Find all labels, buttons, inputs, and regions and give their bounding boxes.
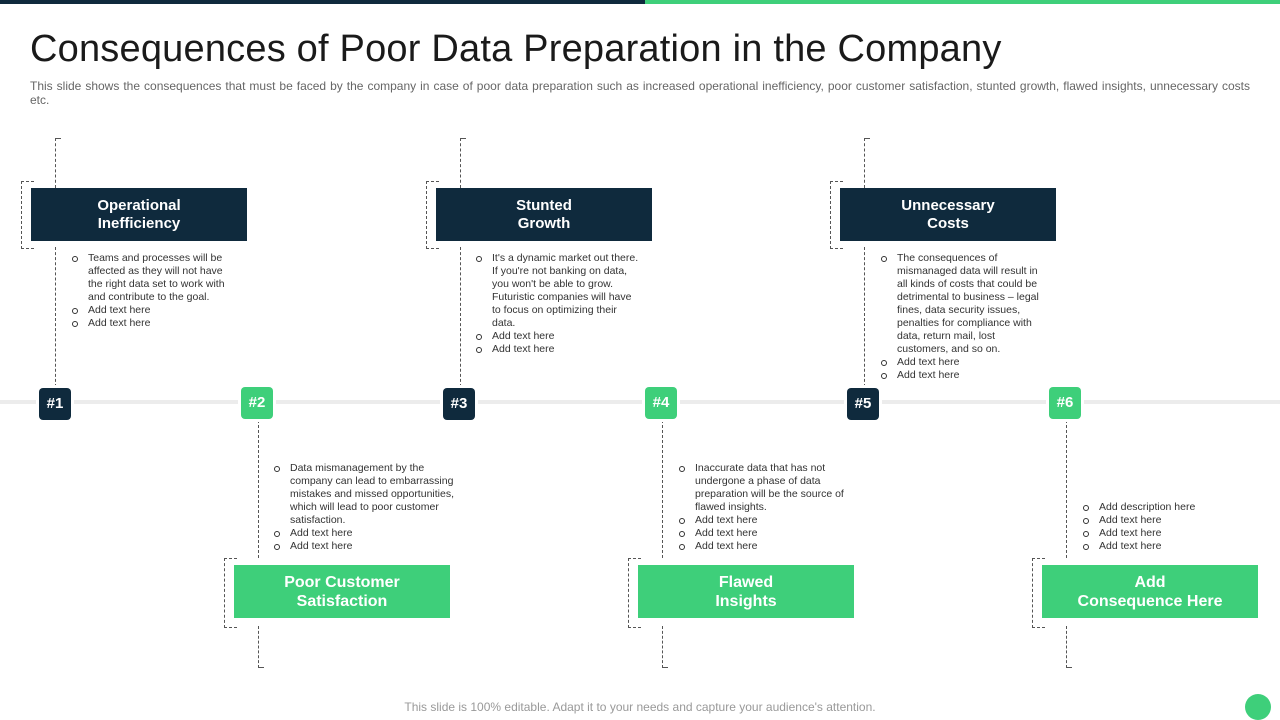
timeline-marker-5: #5 — [847, 388, 879, 420]
list-item: Teams and processes will be affected as … — [70, 252, 238, 304]
box-heading-line: Operational — [97, 196, 181, 214]
list-item: Add text here — [272, 540, 462, 553]
timeline-marker-2: #2 — [241, 387, 273, 419]
consequence-box-add-consequence: Add Consequence Here — [1042, 565, 1258, 618]
list-item: Add text here — [272, 527, 462, 540]
list-item: Add description here — [1081, 501, 1249, 514]
footer-note: This slide is 100% editable. Adapt it to… — [404, 700, 876, 714]
connector-tick — [460, 138, 466, 139]
consequence-box-operational-inefficiency: Operational Inefficiency — [31, 188, 247, 241]
connector-bracket — [426, 181, 439, 249]
connector-bracket — [21, 181, 34, 249]
box-heading-line: Inefficiency — [97, 214, 181, 232]
list-item: Add text here — [677, 514, 845, 527]
box-heading-line: Unnecessary — [901, 196, 995, 214]
list-item: Add text here — [1081, 527, 1249, 540]
consequence-box-unnecessary-costs: Unnecessary Costs — [840, 188, 1056, 241]
bullet-list: The consequences of mismanaged data will… — [879, 252, 1047, 382]
connector-bracket — [1032, 558, 1045, 628]
connector-tick — [662, 667, 668, 668]
list-item: Add text here — [1081, 540, 1249, 553]
list-item: Add text here — [677, 540, 845, 553]
consequence-box-stunted-growth: Stunted Growth — [436, 188, 652, 241]
connector-bracket — [830, 181, 843, 249]
slide-subtitle: This slide shows the consequences that m… — [30, 79, 1250, 107]
list-item: The consequences of mismanaged data will… — [879, 252, 1047, 356]
box-heading-line: Satisfaction — [296, 592, 388, 610]
bullet-list: It's a dynamic market out there. If you'… — [474, 252, 642, 356]
top-accent-bar-dark — [0, 0, 645, 4]
connector-tick — [1066, 667, 1072, 668]
box-heading-line: Insights — [715, 592, 777, 610]
list-item: Data mismanagement by the company can le… — [272, 462, 462, 527]
box-heading-line: Growth — [517, 214, 571, 232]
list-item: Add text here — [879, 369, 1047, 382]
list-item: Add text here — [879, 356, 1047, 369]
bullet-list: Teams and processes will be affected as … — [70, 252, 238, 330]
top-accent-bar-green — [645, 0, 1280, 4]
connector-line — [864, 138, 865, 188]
bullet-list: Data mismanagement by the company can le… — [272, 462, 462, 553]
timeline-marker-4: #4 — [645, 387, 677, 419]
list-item: Add text here — [70, 304, 238, 317]
connector-line — [55, 247, 56, 387]
connector-tick — [864, 138, 870, 139]
connector-bracket — [628, 558, 641, 628]
connector-tick — [55, 138, 61, 139]
list-item: Inaccurate data that has not undergone a… — [677, 462, 845, 514]
connector-line — [258, 420, 259, 558]
slide-title: Consequences of Poor Data Preparation in… — [30, 28, 1002, 70]
timeline-marker-6: #6 — [1049, 387, 1081, 419]
list-item: Add text here — [70, 317, 238, 330]
connector-line — [460, 138, 461, 188]
list-item: Add text here — [474, 343, 642, 356]
corner-dot-decoration — [1245, 694, 1271, 720]
connector-line — [1066, 420, 1067, 558]
box-heading-line: Add — [1134, 573, 1166, 591]
box-heading-line: Flawed — [718, 573, 774, 591]
connector-line — [662, 420, 663, 558]
connector-line — [258, 626, 259, 668]
list-item: Add text here — [677, 527, 845, 540]
box-heading-line: Poor Customer — [284, 573, 400, 591]
timeline-marker-1: #1 — [39, 388, 71, 420]
connector-line — [55, 138, 56, 188]
list-item: It's a dynamic market out there. If you'… — [474, 252, 642, 330]
connector-tick — [258, 667, 264, 668]
consequence-box-poor-customer-satisfaction: Poor Customer Satisfaction — [234, 565, 450, 618]
connector-line — [1066, 626, 1067, 668]
connector-line — [460, 247, 461, 387]
box-heading-line: Stunted — [516, 196, 572, 214]
bullet-list: Add description here Add text here Add t… — [1081, 501, 1249, 553]
bullet-list: Inaccurate data that has not undergone a… — [677, 462, 845, 553]
connector-line — [662, 626, 663, 668]
list-item: Add text here — [1081, 514, 1249, 527]
consequence-box-flawed-insights: Flawed Insights — [638, 565, 854, 618]
box-heading-line: Consequence Here — [1077, 592, 1223, 610]
box-heading-line: Costs — [927, 214, 969, 232]
list-item: Add text here — [474, 330, 642, 343]
connector-bracket — [224, 558, 237, 628]
timeline-marker-3: #3 — [443, 388, 475, 420]
timeline-line — [0, 400, 1280, 404]
connector-line — [864, 247, 865, 387]
